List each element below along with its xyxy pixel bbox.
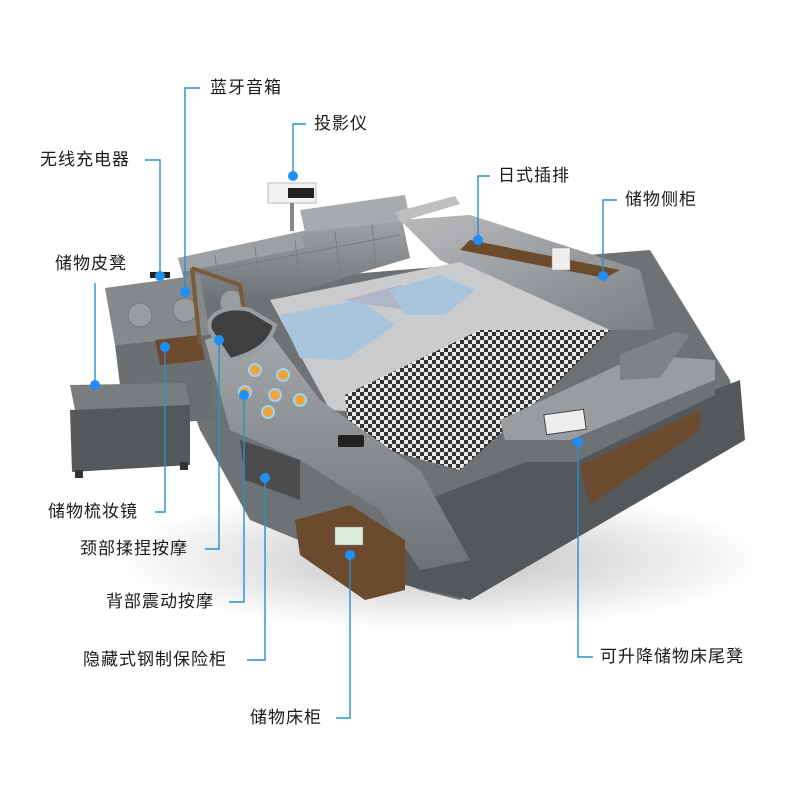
dot-liftable-storage-bench xyxy=(573,437,583,447)
dot-bluetooth-speaker xyxy=(180,287,190,297)
label-side-storage-cabinet: 储物侧柜 xyxy=(625,190,697,210)
leader-bed-storage-drawer xyxy=(336,555,351,719)
leader-bluetooth-speaker xyxy=(184,87,200,292)
leader-wireless-charger xyxy=(145,159,161,276)
dot-storage-ottoman xyxy=(90,380,100,390)
dot-side-storage-cabinet xyxy=(598,271,608,281)
label-neck-kneading-massage: 颈部揉捏按摩 xyxy=(80,539,188,559)
leader-hidden-steel-safe xyxy=(247,478,266,661)
leader-projector xyxy=(292,123,306,172)
dot-neck-kneading-massage xyxy=(214,335,224,345)
label-storage-ottoman: 储物皮凳 xyxy=(55,254,127,274)
label-hidden-steel-safe: 隐藏式钢制保险柜 xyxy=(83,650,227,670)
label-wireless-charger: 无线充电器 xyxy=(40,150,130,170)
leader-neck-kneading-massage xyxy=(205,340,220,550)
label-liftable-storage-bench: 可升降储物床尾凳 xyxy=(600,647,744,667)
dot-power-strip xyxy=(473,235,483,245)
dot-hidden-steel-safe xyxy=(260,473,270,483)
dot-back-vibration-massage xyxy=(239,390,249,400)
dot-wireless-charger xyxy=(155,271,165,281)
label-bed-storage-drawer: 储物床柜 xyxy=(250,708,322,728)
label-power-strip: 日式插排 xyxy=(498,166,570,186)
leader-liftable-storage-bench xyxy=(577,442,593,658)
dot-projector xyxy=(288,171,298,181)
label-storage-vanity-mirror: 储物梳妆镜 xyxy=(48,502,138,522)
dot-storage-vanity-mirror xyxy=(160,342,170,352)
label-bluetooth-speaker: 蓝牙音箱 xyxy=(210,78,282,98)
dot-bed-storage-drawer xyxy=(345,550,355,560)
leader-storage-vanity-mirror xyxy=(155,347,166,513)
label-back-vibration-massage: 背部震动按摩 xyxy=(106,592,214,612)
leader-side-storage-cabinet xyxy=(602,199,617,276)
leader-power-strip xyxy=(477,175,490,240)
leader-back-vibration-massage xyxy=(229,395,245,603)
label-projector: 投影仪 xyxy=(314,114,368,134)
